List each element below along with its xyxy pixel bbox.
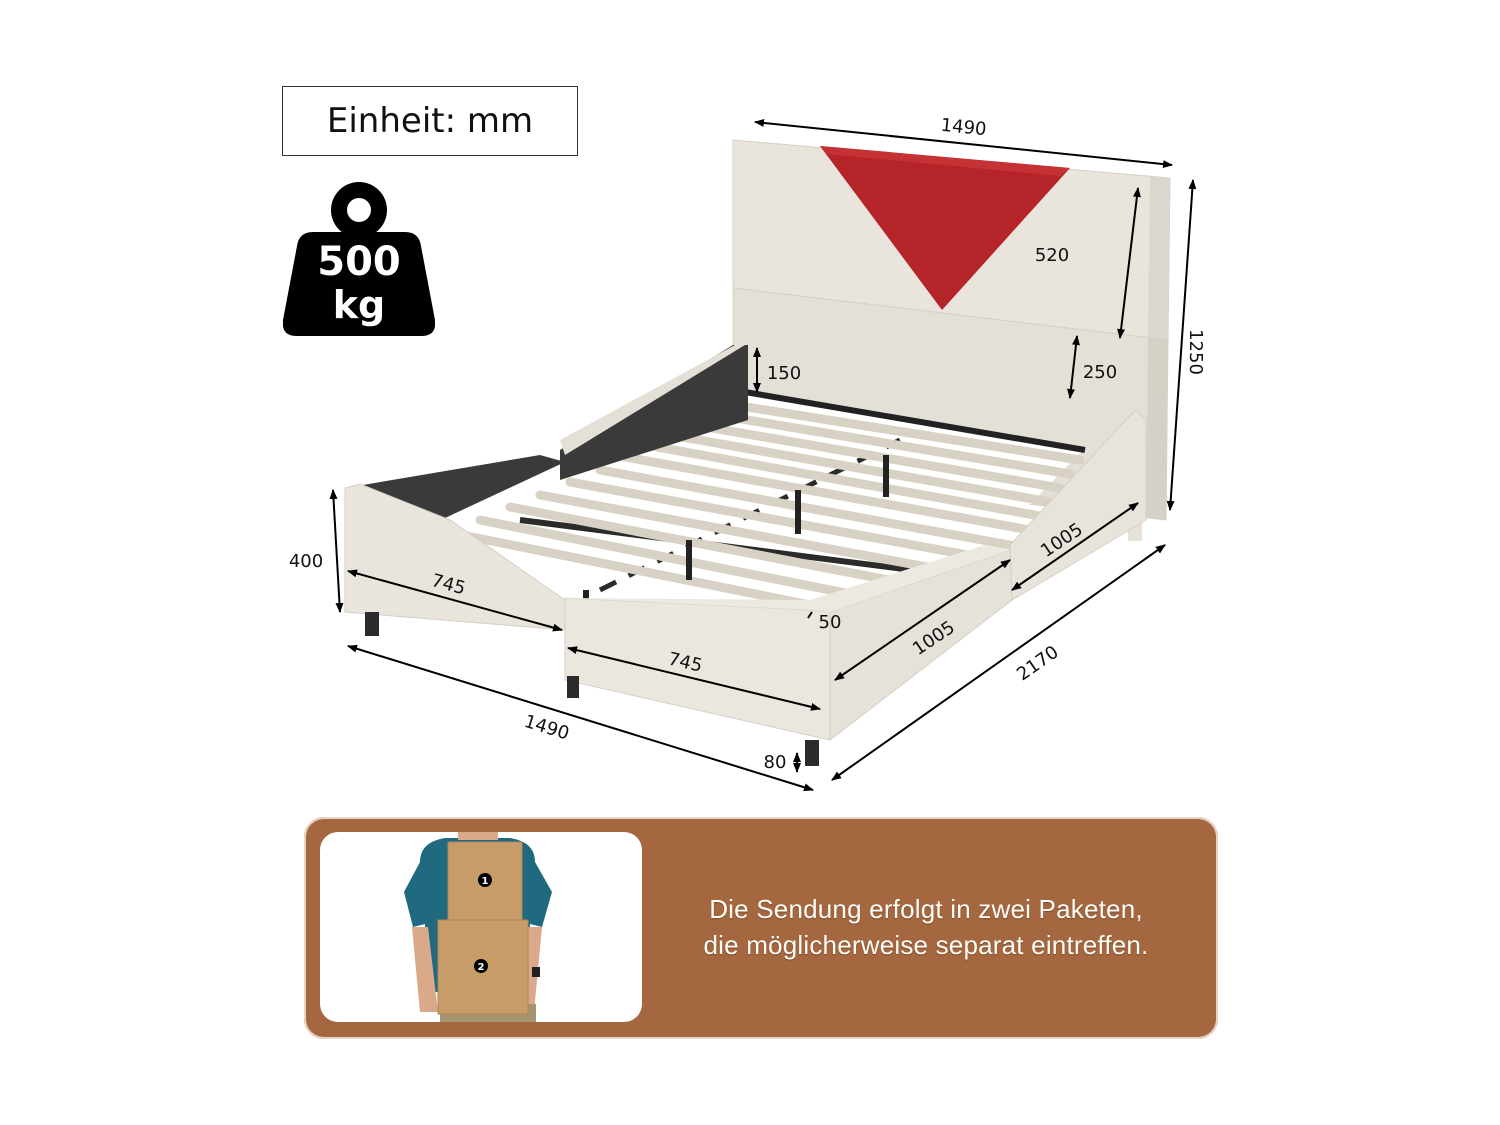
- package-label-1: 1: [482, 876, 489, 887]
- package-label-2: 2: [478, 962, 485, 973]
- bed-diagram: 1490 520 250 1250 150 400 745 745 1490 1…: [289, 115, 1206, 792]
- dim-lower-panel: 250: [1083, 362, 1117, 383]
- shipping-banner: 1 2 Die Sendung erfolgt in zwei Paketen,…: [304, 817, 1218, 1039]
- dim-headboard-width: 1490: [940, 115, 988, 141]
- packages-photo: 1 2: [320, 832, 642, 1022]
- dim-leg-height: 80: [764, 752, 787, 773]
- dim-rail-thickness: 50: [819, 612, 842, 633]
- load-value: 500: [317, 239, 401, 285]
- dim-total-length: 2170: [1013, 642, 1063, 685]
- shipping-notice: Die Sendung erfolgt in zwei Paketen, die…: [656, 891, 1196, 963]
- dim-frame-height: 400: [289, 551, 323, 572]
- dim-total-height: 1250: [1185, 329, 1206, 375]
- dim-headboard-panel: 520: [1035, 245, 1069, 266]
- weight-icon: 500 kg: [283, 180, 435, 340]
- dim-side-rail-height: 150: [767, 363, 801, 384]
- unit-label-box: Einheit: mm: [282, 86, 578, 156]
- shipping-notice-line2: die möglicherweise separat eintreffen.: [703, 930, 1149, 960]
- unit-label: Einheit: mm: [326, 101, 534, 141]
- dim-footboard-width: 1490: [522, 711, 572, 744]
- side-rail-left: [560, 345, 748, 480]
- load-unit: kg: [333, 283, 385, 327]
- shipping-notice-line1: Die Sendung erfolgt in zwei Paketen,: [709, 894, 1143, 924]
